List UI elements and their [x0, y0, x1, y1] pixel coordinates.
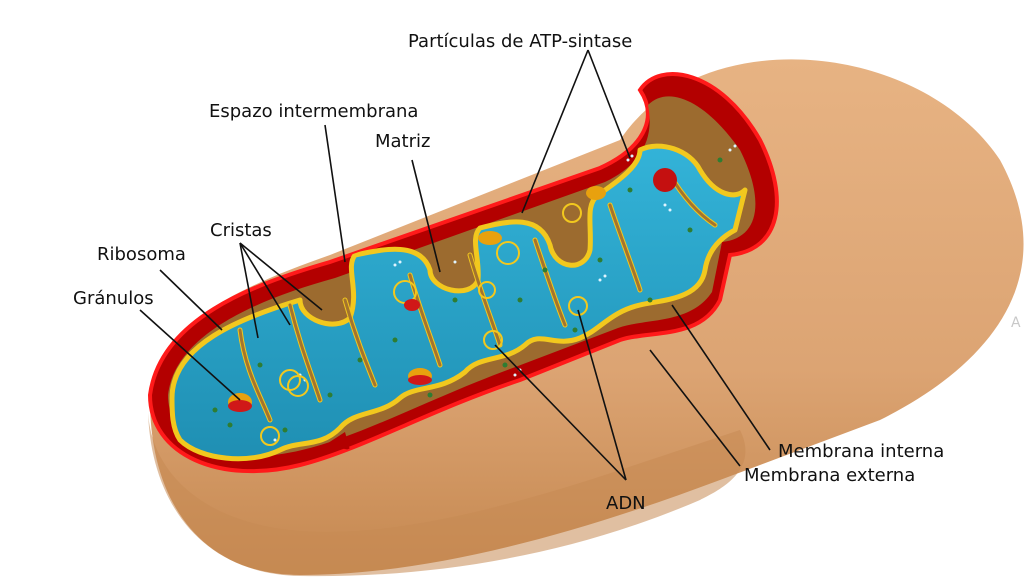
label-cristae: Cristas — [210, 220, 272, 241]
label-dna: ADN — [606, 493, 646, 514]
label-granules: Gránulos — [73, 288, 154, 309]
label-inner-membrane: Membrana interna — [778, 441, 944, 462]
label-outer-membrane: Membrana externa — [744, 465, 915, 486]
leader-lines — [139, 49, 771, 481]
label-matrix: Matriz — [375, 131, 430, 152]
label-atp-synthase: Partículas de ATP-sintase — [408, 31, 632, 52]
label-intermembrane-space: Espazo intermembrana — [209, 101, 418, 122]
ribosomes — [212, 157, 723, 433]
cut-section — [147, 72, 779, 474]
corner-mark: A — [1011, 315, 1021, 331]
granules — [228, 168, 677, 450]
label-ribosome: Ribosoma — [97, 244, 186, 265]
dna-rings — [260, 203, 588, 446]
labels: Partículas de ATP-sintase Espazo interme… — [73, 31, 1021, 514]
